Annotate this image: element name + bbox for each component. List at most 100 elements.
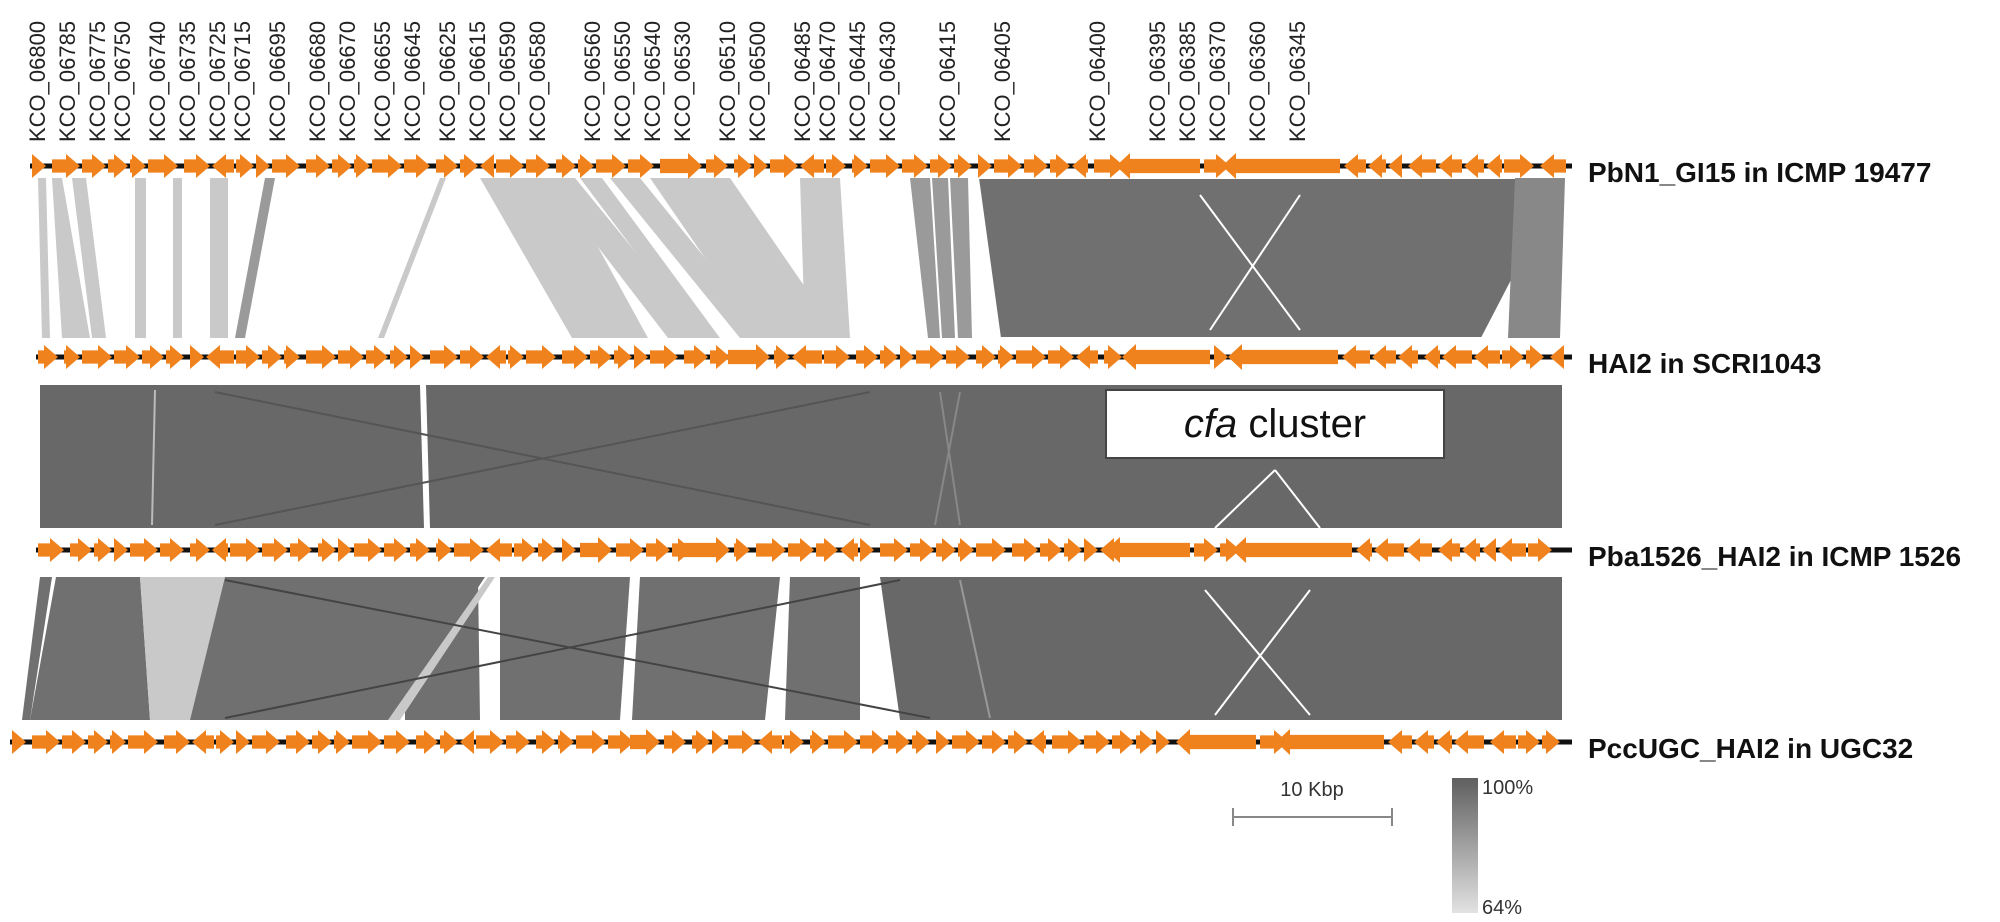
ribbon-dark	[30, 577, 150, 720]
gene-arrow	[1012, 538, 1038, 562]
gene-arrow	[1502, 345, 1524, 369]
gene-arrow	[212, 538, 228, 562]
gene-locus-label: KCO_06485	[790, 21, 815, 142]
gene-arrow	[852, 154, 868, 178]
gene-locus-label: KCO_06510	[715, 21, 740, 142]
gene-arrow	[1414, 730, 1434, 754]
gene-arrow	[828, 730, 858, 754]
gene-arrow	[902, 154, 928, 178]
gene-arrow	[506, 730, 530, 754]
gene-arrow	[912, 730, 930, 754]
gene-arrow	[338, 345, 364, 369]
gene-locus-label: KCO_06800	[25, 21, 50, 142]
ribbon-mid	[950, 178, 972, 338]
gene-arrow	[514, 538, 536, 562]
gene-arrow	[1084, 730, 1110, 754]
gene-arrow	[1050, 154, 1070, 178]
gene-arrow	[1356, 538, 1372, 562]
gene-arrow	[826, 154, 846, 178]
gene-arrow	[12, 730, 26, 754]
gene-arrow	[774, 345, 790, 369]
gene-arrow	[1518, 730, 1540, 754]
gene-arrow	[728, 344, 770, 370]
gene-arrow	[114, 345, 140, 369]
gene-locus-label: KCO_06645	[400, 21, 425, 142]
gene-arrow	[1156, 730, 1170, 754]
gene-locus-label: KCO_06670	[335, 21, 360, 142]
gene-arrow	[384, 538, 408, 562]
gene-arrow	[800, 154, 824, 178]
gene-locus-label: KCO_06615	[465, 21, 490, 142]
gene-arrow	[436, 538, 452, 562]
gene-arrow	[706, 154, 728, 178]
gene-arrow	[496, 154, 524, 178]
gene-arrow	[1008, 730, 1028, 754]
gene-arrow	[252, 730, 280, 754]
gene-arrow	[536, 730, 556, 754]
gene-arrow	[824, 345, 850, 369]
gene-locus-label: KCO_06715	[230, 21, 255, 142]
gene-locus-label: KCO_06725	[205, 21, 230, 142]
gene-arrow	[476, 730, 504, 754]
gene-arrow	[312, 730, 332, 754]
gene-arrow	[1528, 538, 1552, 562]
gene-locus-label: KCO_06550	[610, 21, 635, 142]
gene-arrow	[1438, 538, 1460, 562]
ribbon-light	[140, 577, 225, 720]
gene-locus-label: KCO_06560	[580, 21, 605, 142]
gene-arrow	[930, 154, 952, 178]
gene-arrow	[390, 345, 408, 369]
gene-arrow	[1438, 154, 1462, 178]
gene-arrow	[440, 730, 458, 754]
gene-arrow	[770, 154, 798, 178]
gene-arrow	[590, 345, 612, 369]
gene-arrow	[410, 538, 430, 562]
gene-arrow	[1194, 538, 1218, 562]
gene-arrow	[1436, 730, 1452, 754]
gene-arrow	[142, 345, 164, 369]
gene-arrow	[1542, 730, 1560, 754]
gene-arrow	[976, 345, 996, 369]
gene-arrow	[810, 730, 826, 754]
gene-arrow	[110, 730, 126, 754]
ribbon-light	[388, 577, 495, 720]
gene-arrow	[1112, 730, 1134, 754]
gene-arrow	[1540, 154, 1566, 178]
cfa-cluster-box: cfa cluster	[1105, 389, 1445, 459]
gene-arrow	[982, 730, 1006, 754]
track-label-pba1526: Pba1526_HAI2 in ICMP 1526	[1588, 541, 1961, 572]
identity-legend: 100% 64%	[1452, 777, 1533, 919]
gene-arrow	[840, 538, 858, 562]
gene-arrow	[650, 345, 678, 369]
gene-arrow	[556, 154, 576, 178]
gene-arrow	[32, 154, 46, 178]
gene-arrow	[1388, 154, 1402, 178]
gene-track-4	[10, 729, 1572, 755]
gene-locus-label: KCO_06540	[640, 21, 665, 142]
ribbon-mid	[932, 178, 955, 338]
gene-locus-label: KCO_06500	[745, 21, 770, 142]
gene-arrow	[1490, 730, 1516, 754]
gene-arrow	[562, 538, 576, 562]
ribbon-dark	[976, 177, 1567, 339]
gene-arrow	[164, 730, 190, 754]
gene-arrow	[1344, 154, 1366, 178]
gene-locus-label: KCO_06655	[370, 21, 395, 142]
gene-arrow	[32, 730, 60, 754]
gene-arrow	[1276, 729, 1384, 755]
gene-arrow	[576, 730, 606, 754]
ribbon-light	[378, 178, 446, 338]
gene-arrow	[284, 345, 300, 369]
similarity-ribbons	[22, 177, 1567, 720]
ribbon-light	[800, 178, 850, 338]
gene-arrow	[608, 730, 634, 754]
gene-arrow	[128, 730, 158, 754]
gene-arrow	[212, 154, 234, 178]
gene-arrow	[166, 345, 184, 369]
gene-arrow	[306, 154, 330, 178]
gene-arrow	[192, 730, 214, 754]
gene-arrow	[758, 730, 782, 754]
gene-arrow	[1104, 345, 1122, 369]
gene-arrow	[538, 538, 556, 562]
gene-arrow	[262, 345, 282, 369]
